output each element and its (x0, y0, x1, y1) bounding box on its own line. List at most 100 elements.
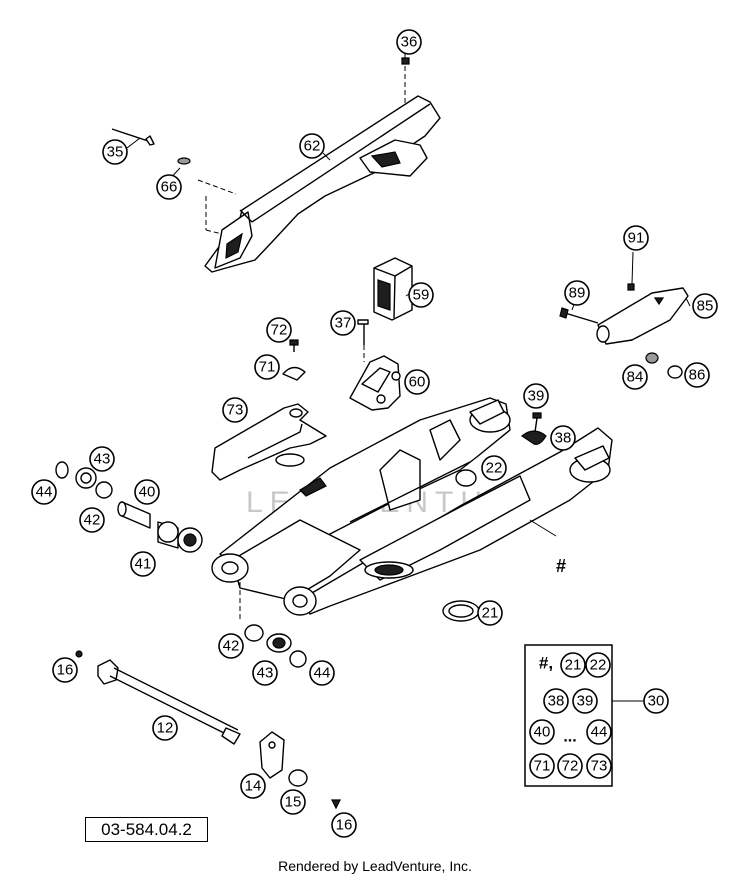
svg-text:84: 84 (627, 369, 644, 386)
callout-60[interactable]: 60 (404, 369, 430, 395)
callout-36[interactable]: 36 (396, 29, 422, 55)
footer-credit: Rendered by LeadVenture, Inc. (278, 858, 472, 874)
svg-text:16: 16 (57, 662, 74, 679)
callout-37[interactable]: 37 (330, 310, 356, 336)
svg-text:38: 38 (555, 430, 572, 447)
pivot-bolt (75, 650, 241, 745)
svg-text:89: 89 (569, 285, 586, 302)
svg-text:43: 43 (257, 665, 274, 682)
callout-84[interactable]: 84 (622, 364, 648, 390)
svg-text:91: 91 (628, 230, 645, 247)
svg-text:21: 21 (565, 657, 582, 674)
svg-text:22: 22 (590, 657, 607, 674)
callout-62[interactable]: 62 (299, 133, 325, 159)
callout-43-lower[interactable]: 43 (252, 660, 278, 686)
callout-35[interactable]: 35 (102, 139, 128, 165)
callout-38[interactable]: 38 (550, 425, 576, 451)
svg-text:22: 22 (486, 460, 503, 477)
adjuster-screw (520, 412, 547, 445)
svg-text:15: 15 (285, 794, 302, 811)
kit-item-21[interactable]: 21 (560, 652, 586, 678)
svg-text:40: 40 (534, 724, 551, 741)
svg-text:72: 72 (562, 758, 579, 775)
svg-text:42: 42 (223, 638, 240, 655)
chain-guide-block (373, 257, 413, 321)
callout-hash[interactable]: # (556, 556, 566, 576)
svg-text:44: 44 (36, 484, 53, 501)
chain-guide-bracket (349, 319, 401, 411)
svg-text:38: 38 (548, 693, 565, 710)
kit-item-22[interactable]: 22 (585, 652, 611, 678)
callout-71[interactable]: 71 (254, 354, 280, 380)
svg-text:85: 85 (697, 298, 714, 315)
callout-91[interactable]: 91 (623, 225, 649, 251)
svg-text:43: 43 (94, 451, 111, 468)
callout-89[interactable]: 89 (564, 280, 590, 306)
svg-text:16: 16 (336, 817, 353, 834)
callout-40[interactable]: 40 (134, 479, 160, 505)
callout-16-lower[interactable]: 16 (331, 812, 357, 838)
callout-21[interactable]: 21 (477, 600, 503, 626)
callout-12[interactable]: 12 (152, 715, 178, 741)
callout-39[interactable]: 39 (523, 383, 549, 409)
callout-42-lower[interactable]: 42 (218, 633, 244, 659)
svg-text:73: 73 (591, 758, 608, 775)
svg-text:39: 39 (577, 693, 594, 710)
guide-screw-clip (282, 339, 306, 381)
svg-text:30: 30 (648, 693, 665, 710)
svg-text:35: 35 (107, 144, 124, 161)
svg-text:41: 41 (135, 556, 152, 573)
callout-86[interactable]: 86 (684, 362, 710, 388)
kit-box: #, 21 22 38 39 40 ... 44 71 72 73 (524, 644, 613, 787)
callout-66[interactable]: 66 (156, 174, 182, 200)
callout-43-upper[interactable]: 43 (89, 446, 115, 472)
callout-42-upper[interactable]: 42 (79, 507, 105, 533)
kit-item-40[interactable]: 40 (529, 719, 555, 745)
callout-72[interactable]: 72 (266, 317, 292, 343)
svg-text:36: 36 (401, 34, 418, 51)
svg-text:71: 71 (259, 359, 276, 376)
kit-item-ellipsis: ... (563, 729, 576, 746)
svg-text:40: 40 (139, 484, 156, 501)
svg-text:60: 60 (409, 374, 426, 391)
svg-text:73: 73 (227, 402, 244, 419)
kit-item-73[interactable]: 73 (586, 753, 612, 779)
callout-44-upper[interactable]: 44 (31, 479, 57, 505)
callout-22[interactable]: 22 (481, 455, 507, 481)
cap-16 (331, 799, 341, 810)
callout-14[interactable]: 14 (240, 773, 266, 799)
svg-text:12: 12 (157, 720, 174, 737)
kit-item-39[interactable]: 39 (572, 688, 598, 714)
svg-text:39: 39 (528, 388, 545, 405)
svg-text:62: 62 (304, 138, 321, 155)
kit-item-71[interactable]: 71 (529, 753, 555, 779)
callout-16-upper[interactable]: 16 (52, 657, 78, 683)
callout-41[interactable]: 41 (130, 551, 156, 577)
bearing-22 (455, 469, 477, 487)
svg-text:37: 37 (335, 315, 352, 332)
leader-lines (126, 54, 691, 702)
callout-15[interactable]: 15 (280, 789, 306, 815)
svg-text:86: 86 (689, 367, 706, 384)
axle-nut (288, 769, 308, 787)
svg-text:72: 72 (271, 322, 288, 339)
svg-text:59: 59 (413, 287, 430, 304)
svg-text:44: 44 (591, 724, 608, 741)
swingarm (211, 397, 613, 616)
svg-text:21: 21 (482, 605, 499, 622)
chain-slider (559, 283, 689, 379)
kit-item-38[interactable]: 38 (543, 688, 569, 714)
callout-59[interactable]: 59 (408, 282, 434, 308)
svg-text:14: 14 (245, 778, 262, 795)
callout-73[interactable]: 73 (222, 397, 248, 423)
callout-85[interactable]: 85 (692, 293, 718, 319)
pivot-stack-lower (244, 624, 307, 668)
chain-guard (111, 57, 441, 273)
pivot-stack-upper (55, 461, 203, 553)
kit-item-72[interactable]: 72 (557, 753, 583, 779)
callout-44-lower[interactable]: 44 (309, 660, 335, 686)
callout-30[interactable]: 30 (643, 688, 669, 714)
kit-item-44[interactable]: 44 (586, 719, 612, 745)
svg-text:42: 42 (84, 512, 101, 529)
